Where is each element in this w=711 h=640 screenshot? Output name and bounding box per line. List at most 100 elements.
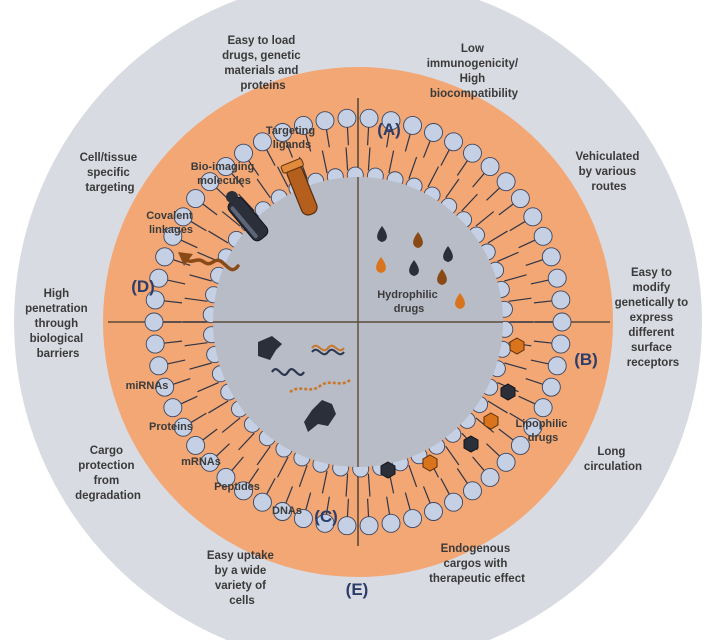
lipid-tail: [509, 219, 528, 232]
lipid-tail: [189, 362, 212, 370]
section-c-label: (C): [314, 507, 338, 526]
lipid-head: [315, 513, 335, 533]
lipid-head: [155, 377, 175, 397]
strand-icon: [271, 368, 305, 376]
lipid-tail: [214, 443, 230, 458]
lipid-tail: [246, 158, 260, 176]
lipid-tail: [200, 428, 218, 442]
section-b-label: (B): [574, 350, 598, 369]
lipid-head: [149, 356, 169, 376]
lipid-tail: [366, 498, 370, 519]
lipid-tail: [367, 473, 371, 497]
lipid-tail: [386, 496, 391, 517]
lipid-tail: [461, 193, 478, 212]
lipid-tail: [284, 486, 294, 506]
lipid-tail: [509, 412, 528, 425]
lipid-tail: [386, 127, 391, 148]
lipid-tail: [298, 465, 308, 488]
lipid-head: [216, 157, 236, 176]
lipid-head: [359, 516, 379, 536]
label-hydrophilic: Hydrophilic drugs: [377, 289, 441, 315]
section-d-label: (D): [131, 277, 155, 296]
lipid-head: [173, 417, 193, 437]
label-long-circulation: Long circulation: [584, 446, 642, 473]
lipid-tail: [366, 125, 370, 146]
lipid-tail: [200, 202, 218, 216]
lipid-head: [252, 492, 272, 512]
lipid-tail: [456, 158, 470, 176]
lipid-tail: [518, 238, 538, 249]
lipid-tail: [178, 238, 198, 249]
lipid-tail: [525, 377, 545, 386]
lipid-head: [144, 312, 164, 332]
lipid-tail: [508, 297, 532, 302]
lipid-tail: [427, 166, 440, 188]
droplet-icon: [443, 246, 453, 262]
bio-imaging-molecule: [226, 191, 269, 242]
hexagon-icon: [500, 383, 516, 401]
lipid-head: [463, 481, 482, 501]
lipid-tail: [246, 468, 260, 486]
lipid-head: [186, 189, 206, 208]
lipid-tail: [345, 147, 349, 171]
lipid-head: [359, 108, 379, 128]
lipid-head: [496, 452, 516, 472]
lipid-tail: [221, 211, 241, 227]
lipid-head: [381, 111, 401, 131]
droplet-icon: [455, 293, 465, 309]
lipid-tail: [284, 138, 294, 158]
label-endogenous: Endogenous cargos with therapeutic effec…: [429, 543, 525, 585]
lipid-head: [480, 468, 500, 487]
lipid-tail: [346, 125, 350, 146]
lipid-tail: [445, 445, 460, 466]
lipid-head: [293, 509, 313, 529]
hydrophilic-drugs: [376, 226, 465, 309]
lipid-tail: [530, 279, 551, 285]
lipid-tail: [189, 274, 212, 282]
lipid-tail: [208, 400, 229, 414]
lipid-tail: [162, 300, 183, 304]
lipid-tail: [456, 468, 470, 486]
lipid-tail: [497, 251, 519, 262]
lipid-tail: [178, 395, 198, 406]
lipid-tail: [486, 443, 502, 458]
lipid-tail: [498, 428, 516, 442]
genetic-cargo: [258, 336, 351, 432]
lipid-head: [155, 247, 175, 267]
lipid-head: [234, 143, 253, 163]
strand-icon: [311, 344, 345, 352]
lipid-tail: [162, 340, 183, 344]
lipid-head: [547, 268, 567, 288]
lipid-bilayer: [144, 108, 572, 536]
label-cell-tissue: Cell/tissue specific targeting: [80, 152, 141, 194]
lipid-tail: [230, 456, 244, 473]
lipid-head: [163, 226, 183, 246]
lipid-tail: [487, 230, 508, 244]
section-a-label: (A): [377, 120, 401, 139]
lipid-head: [480, 157, 500, 176]
lipid-head: [337, 516, 357, 536]
lipid-tail: [165, 279, 186, 285]
lipid-head: [145, 290, 165, 310]
targeting-ligand: [280, 158, 318, 216]
lipid-tail: [208, 230, 229, 244]
lipid-head: [523, 207, 543, 227]
lipid-tail: [256, 445, 271, 466]
lipid-head: [551, 290, 571, 310]
lipid-tail: [184, 297, 208, 302]
covalent-linkage: [178, 252, 240, 272]
lipid-tail: [504, 362, 527, 370]
lipid-tail: [404, 132, 412, 152]
lipid-tail: [184, 342, 208, 347]
lipid-tail: [475, 211, 495, 227]
lipid-head: [200, 452, 220, 472]
lipid-head: [149, 268, 169, 288]
lipid-head: [381, 513, 401, 533]
lipid-tail: [440, 147, 451, 166]
lipid-tail: [440, 478, 451, 497]
lipid-tail: [472, 171, 486, 188]
lipid-head: [403, 115, 423, 135]
lipid-tail: [533, 300, 554, 304]
strand-icon: [289, 378, 351, 394]
